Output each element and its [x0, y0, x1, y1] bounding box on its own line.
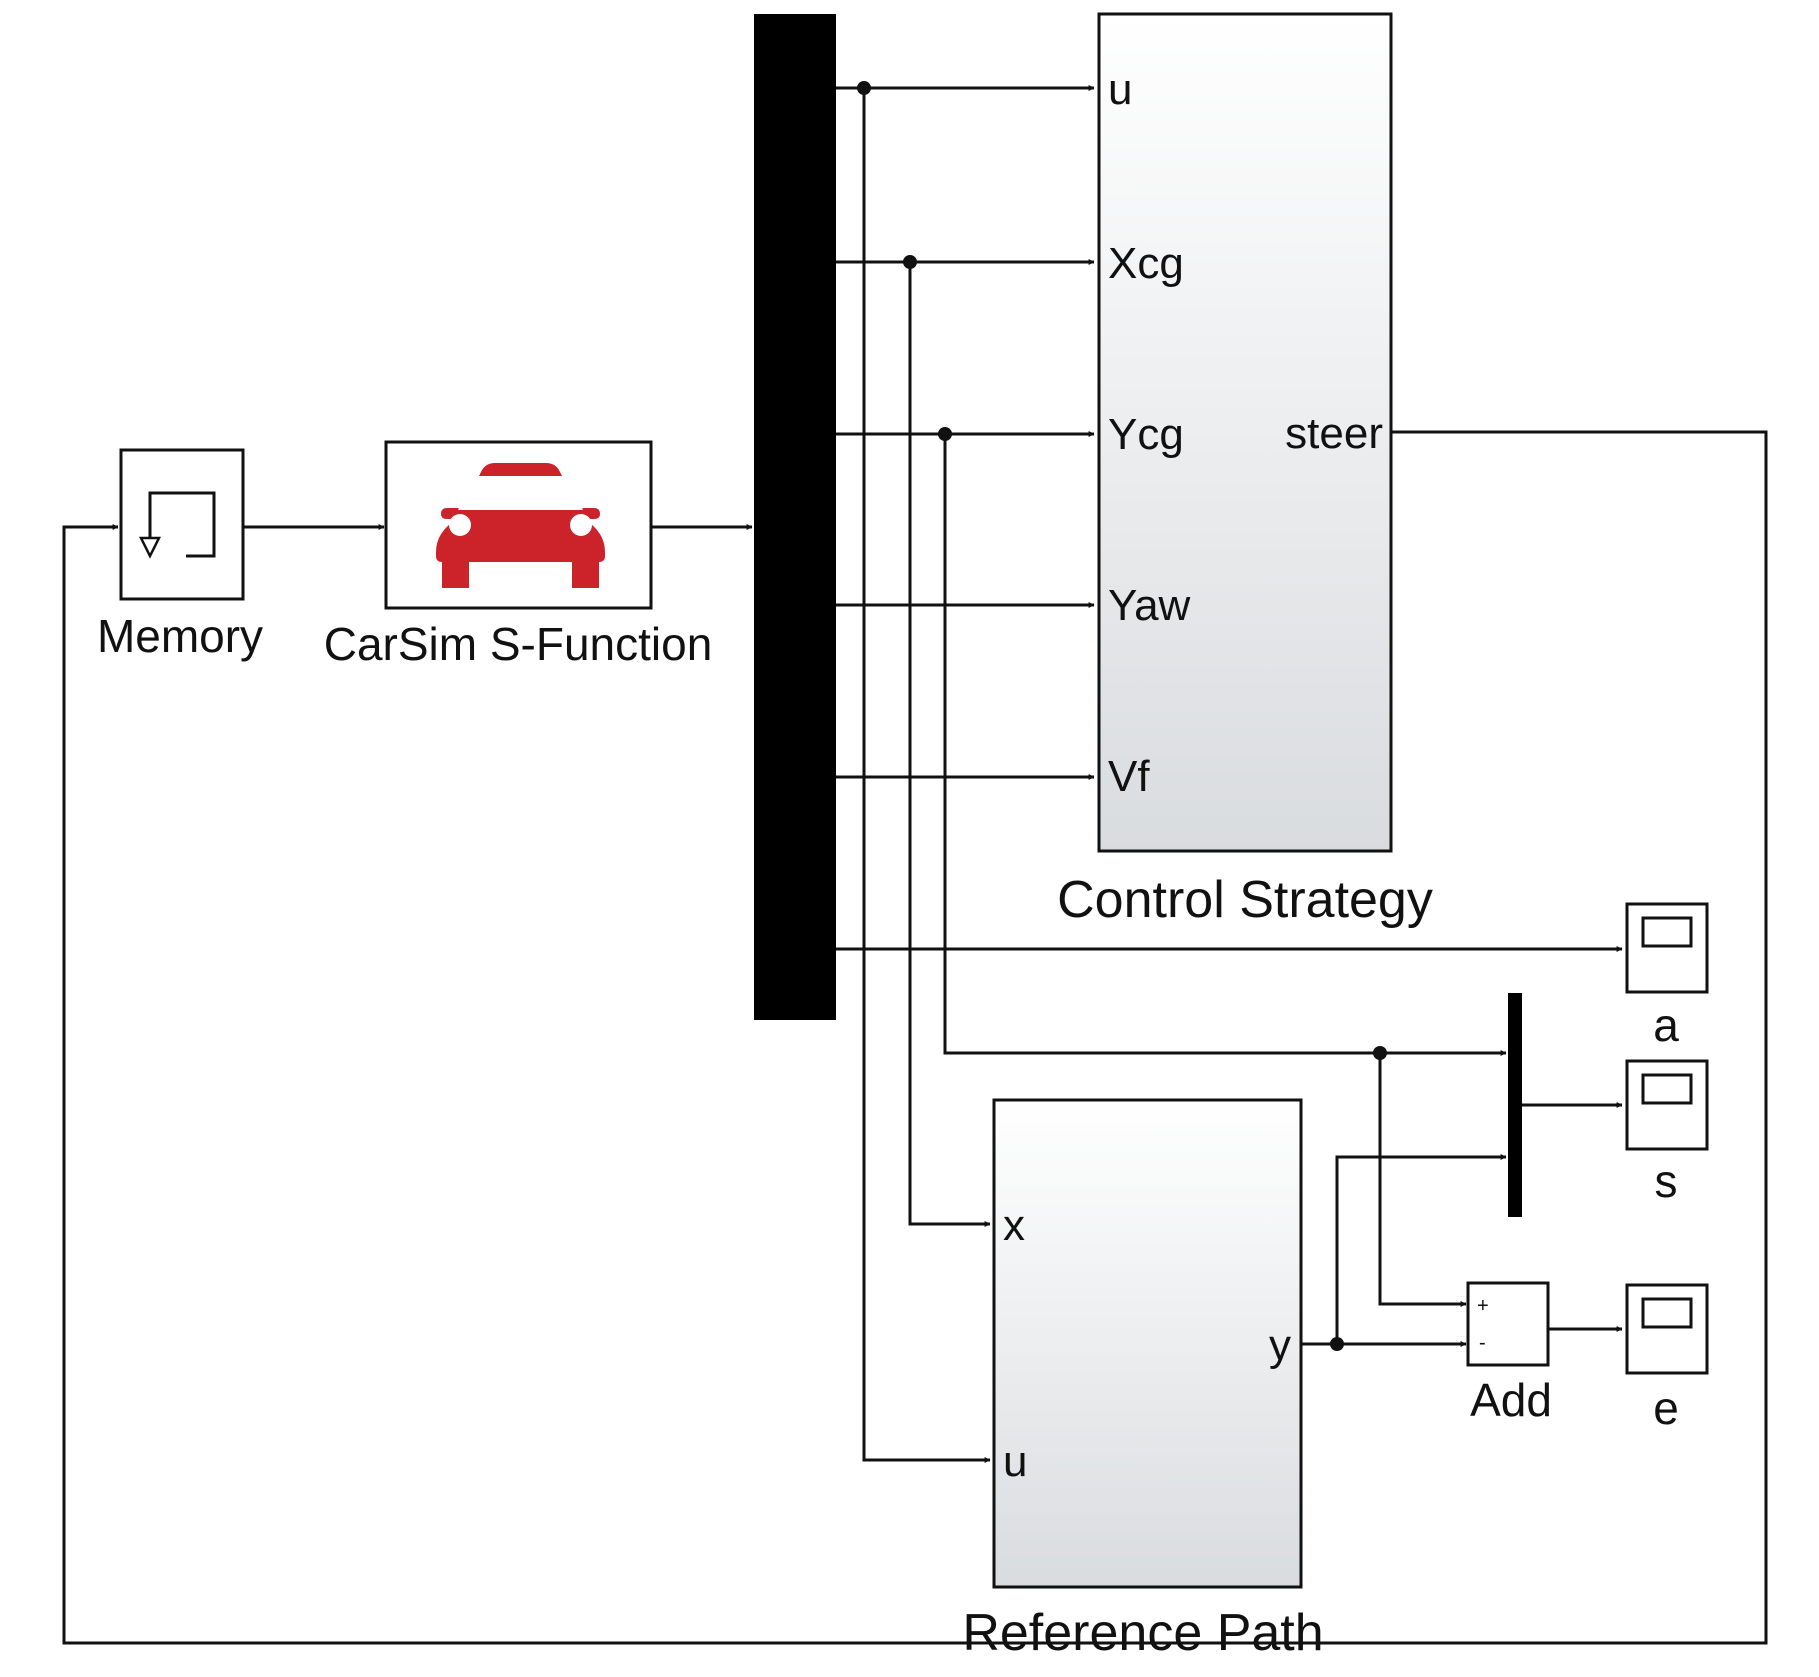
port-label-x: x [1003, 1201, 1025, 1250]
scope-screen-icon [1641, 1073, 1693, 1105]
port-label-u: u [1108, 65, 1132, 114]
reference-path-block[interactable]: x u y Reference Path [962, 1098, 1324, 1662]
add-label: Add [1470, 1374, 1552, 1426]
scope-s[interactable]: s [1625, 1059, 1709, 1207]
port-label-steer: steer [1285, 409, 1383, 458]
memory-label: Memory [97, 610, 263, 662]
wire-ycg-to-add[interactable] [1378, 1053, 1467, 1307]
junction-dots [857, 81, 1387, 1351]
signal-lines [62, 85, 1768, 1645]
reference-path-label: Reference Path [962, 1604, 1323, 1662]
add-sign-minus: - [1479, 1332, 1486, 1354]
wire-u-branch[interactable] [862, 88, 991, 1463]
scope-screen-icon [1641, 1297, 1693, 1329]
carsim-label: CarSim S-Function [324, 618, 713, 670]
scope-e-label: e [1653, 1382, 1679, 1434]
demux-bar[interactable] [754, 14, 836, 1020]
junction-dot [903, 255, 917, 269]
add-block[interactable]: + - Add [1466, 1281, 1552, 1426]
car-icon [436, 463, 605, 588]
port-label-yaw: Yaw [1108, 581, 1191, 630]
scope-a-label: a [1653, 999, 1679, 1051]
port-label-ycg: Ycg [1108, 410, 1184, 459]
port-label-xcg: Xcg [1108, 239, 1184, 288]
junction-dot [1330, 1337, 1344, 1351]
scope-screen-icon [1641, 916, 1693, 948]
port-label-y: y [1269, 1321, 1291, 1370]
wire-ycg-branch[interactable] [943, 434, 1507, 1056]
scope-e[interactable]: e [1625, 1283, 1709, 1434]
port-label-vf: Vf [1108, 752, 1150, 801]
memory-block[interactable]: Memory [97, 448, 263, 662]
control-strategy-block[interactable]: u Xcg Ycg Yaw Vf steer Control Strategy [1057, 12, 1433, 929]
wire-y-to-mux[interactable] [1335, 1154, 1507, 1344]
mux-bar[interactable] [1508, 993, 1522, 1217]
junction-dot [857, 81, 871, 95]
junction-dot [938, 427, 952, 441]
scope-s-label: s [1655, 1155, 1678, 1207]
port-label-u-ref: u [1003, 1437, 1027, 1486]
add-sign-plus: + [1477, 1295, 1489, 1317]
wire-xcg-branch[interactable] [908, 262, 991, 1227]
wire-steer-feedback[interactable] [62, 430, 1768, 1645]
junction-dot [1373, 1046, 1387, 1060]
memory-icon [138, 491, 216, 559]
control-strategy-label: Control Strategy [1057, 871, 1433, 929]
carsim-block[interactable]: CarSim S-Function [324, 440, 713, 670]
scope-a[interactable]: a [1625, 902, 1709, 1051]
